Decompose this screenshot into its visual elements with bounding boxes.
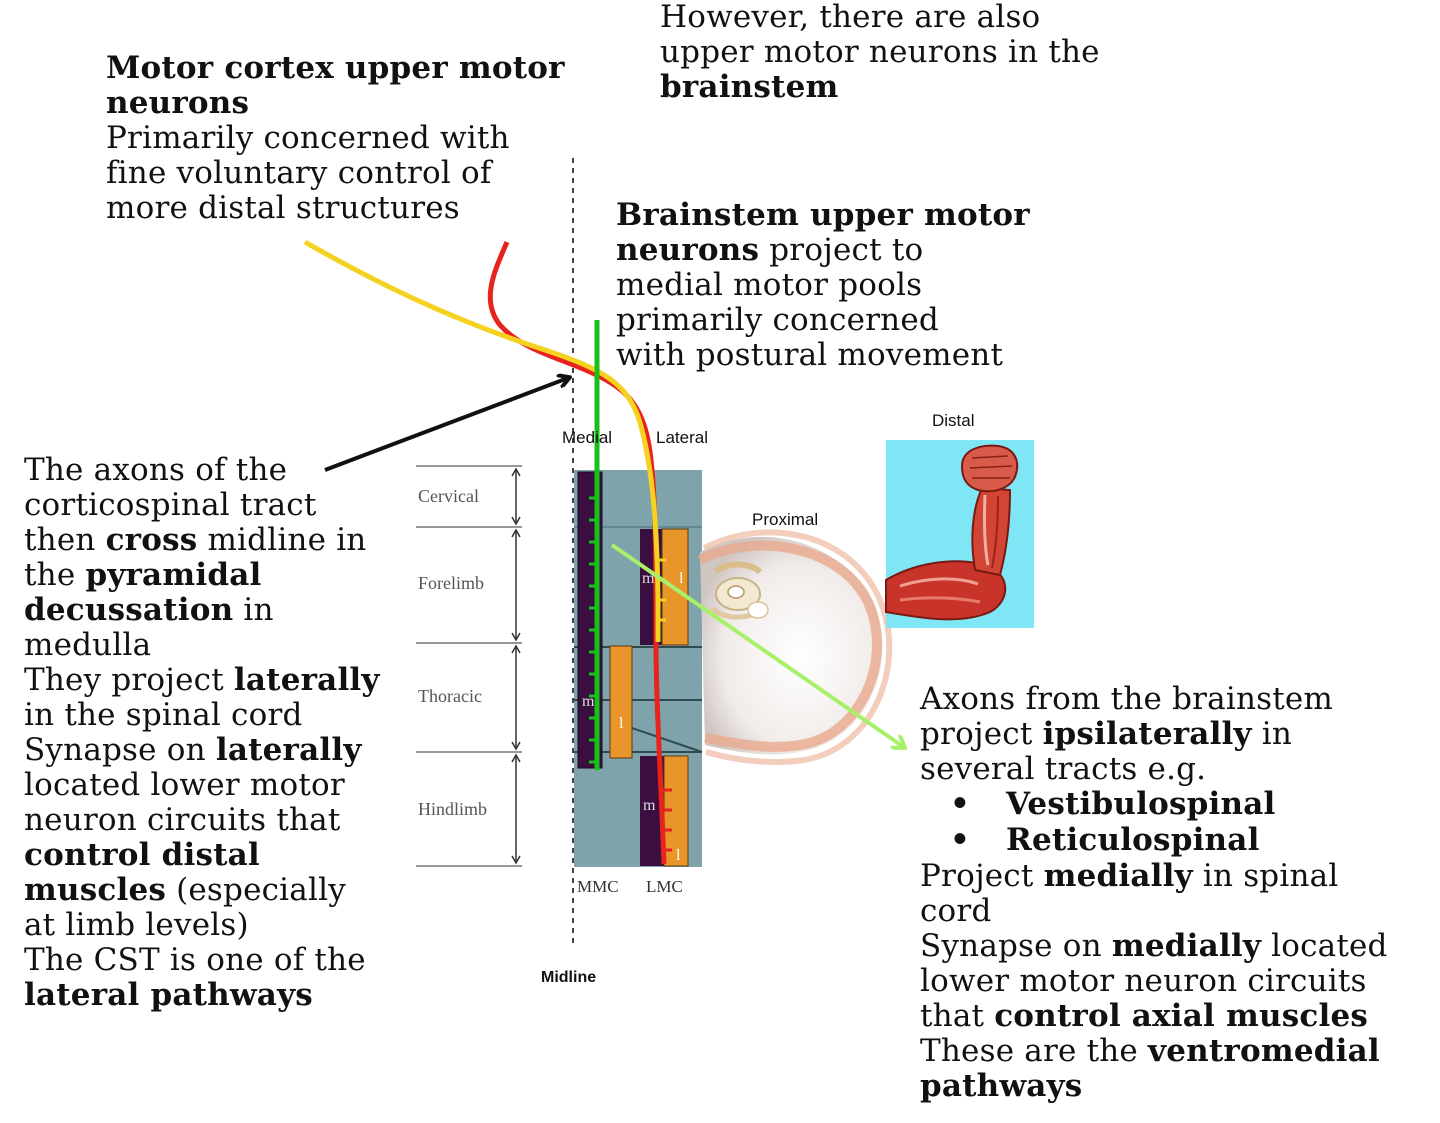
note-text: project	[920, 716, 1043, 752]
crossing-arrow	[324, 378, 568, 472]
brainstem-umn-title: Brainstem upper motor	[616, 197, 1030, 233]
column-letter-l-thoracic: l	[619, 715, 624, 732]
corticospinal-note: The axons of the corticospinal tract the…	[24, 453, 380, 1013]
column-letter-l-upper: l	[679, 570, 684, 587]
column-letter-m-thoracic: m	[582, 693, 595, 710]
note-text: (especially	[166, 872, 346, 908]
note-line: at limb levels)	[24, 907, 249, 943]
note-text: the	[24, 557, 86, 593]
motor-cortex-title: Motor cortex upper motor	[106, 50, 565, 86]
lmc-label: LMC	[646, 877, 683, 896]
note-text: then	[24, 522, 106, 558]
note-text: Project	[920, 858, 1044, 894]
note-line: corticospinal tract	[24, 487, 317, 523]
tract-list-item: • Reticulospinal	[920, 823, 1388, 859]
note-text: Synapse on	[920, 928, 1112, 964]
note-line: medulla	[24, 627, 152, 663]
note-line: medial motor pools	[616, 267, 923, 303]
note-line: lower motor neuron circuits	[920, 963, 1367, 999]
note-text: in	[233, 592, 274, 628]
proximal-label: Proximal	[752, 510, 818, 529]
note-bold: decussation	[24, 592, 234, 628]
note-bold: control distal	[24, 837, 260, 873]
note-bold: brainstem	[660, 69, 839, 105]
note-text: They project	[24, 662, 234, 698]
note-text: located	[1261, 928, 1388, 964]
note-line: in the spinal cord	[24, 697, 303, 733]
note-bold: medially	[1043, 858, 1193, 894]
tract-list: • Vestibulospinal • Reticulospinal	[920, 787, 1388, 859]
brainstem-umn-title: neurons	[616, 232, 760, 268]
segment-label-thoracic: Thoracic	[418, 686, 482, 706]
tract-list-item: • Vestibulospinal	[920, 787, 1388, 823]
brainstem-umn-note: Brainstem upper motor neurons project to…	[616, 198, 1030, 373]
thoracic-lateral-column	[609, 645, 633, 759]
note-line: located lower motor	[24, 767, 345, 803]
note-line: Axons from the brainstem	[920, 681, 1334, 717]
note-line: more distal structures	[106, 190, 460, 226]
note-text: These are the	[920, 1033, 1149, 1069]
segment-ruler	[416, 465, 522, 867]
note-bold: laterally	[215, 732, 362, 768]
motor-cortex-title: neurons	[106, 85, 250, 121]
note-bold: control axial muscles	[994, 998, 1369, 1034]
note-line: with postural movement	[616, 337, 1004, 373]
lmc-synapse-ticks-red	[662, 788, 672, 852]
flexed-arm-illustration	[885, 444, 1019, 621]
note-bold: muscles	[24, 872, 167, 908]
note-line: cord	[920, 893, 992, 929]
note-line: However, there are also	[660, 0, 1041, 35]
note-text: midline in	[197, 522, 367, 558]
note-bold: laterally	[233, 662, 380, 698]
midline-label: Midline	[541, 969, 596, 986]
note-bold: lateral pathways	[24, 977, 313, 1013]
column-letter-m-upper: m	[642, 570, 655, 587]
note-line: upper motor neurons in the	[660, 34, 1100, 70]
note-line: neuron circuits that	[24, 802, 341, 838]
note-bold: medially	[1111, 928, 1262, 964]
note-bold: pyramidal	[85, 557, 262, 593]
corticospinal-tract-red	[487, 241, 667, 865]
segment-label-cervical: Cervical	[418, 486, 479, 506]
body-cross-section	[697, 529, 893, 765]
mmc-synapse-ticks	[589, 496, 597, 764]
segment-label-forelimb: Forelimb	[418, 573, 484, 593]
bullet-icon: •	[950, 786, 971, 822]
note-line: primarily concerned	[616, 302, 939, 338]
tract-name: Vestibulospinal	[1006, 786, 1276, 822]
note-text: that	[920, 998, 995, 1034]
note-bold: cross	[105, 522, 198, 558]
lateral-label: Lateral	[656, 428, 708, 447]
note-line: several tracts e.g.	[920, 751, 1207, 787]
note-bold: ipsilaterally	[1042, 716, 1252, 752]
note-line: Primarily concerned with	[106, 120, 510, 156]
note-text: project to	[759, 232, 924, 268]
note-bold: pathways	[920, 1068, 1083, 1104]
segment-label-hindlimb: Hindlimb	[418, 799, 487, 819]
medial-label: Medial	[562, 428, 612, 447]
note-text: in spinal	[1192, 858, 1339, 894]
column-letter-l-hindlimb: l	[676, 847, 681, 864]
note-text: Synapse on	[24, 732, 216, 768]
motor-cortex-note: Motor cortex upper motor neurons Primari…	[106, 51, 565, 226]
ipsilateral-arrow	[610, 543, 905, 748]
ipsilateral-note: Axons from the brainstem project ipsilat…	[920, 682, 1388, 1104]
distal-label: Distal	[932, 411, 975, 430]
note-line: The CST is one of the	[24, 942, 366, 978]
column-letter-m-hindlimb: m	[643, 797, 656, 814]
note-line: The axons of the	[24, 452, 288, 488]
mmc-label: MMC	[577, 877, 619, 896]
note-text: in	[1251, 716, 1293, 752]
note-line: fine voluntary control of	[106, 155, 492, 191]
tract-name: Reticulospinal	[1006, 822, 1260, 858]
brainstem-also-note: However, there are also upper motor neur…	[660, 0, 1100, 105]
bullet-icon: •	[950, 822, 971, 858]
note-bold: ventromedial	[1148, 1033, 1380, 1069]
